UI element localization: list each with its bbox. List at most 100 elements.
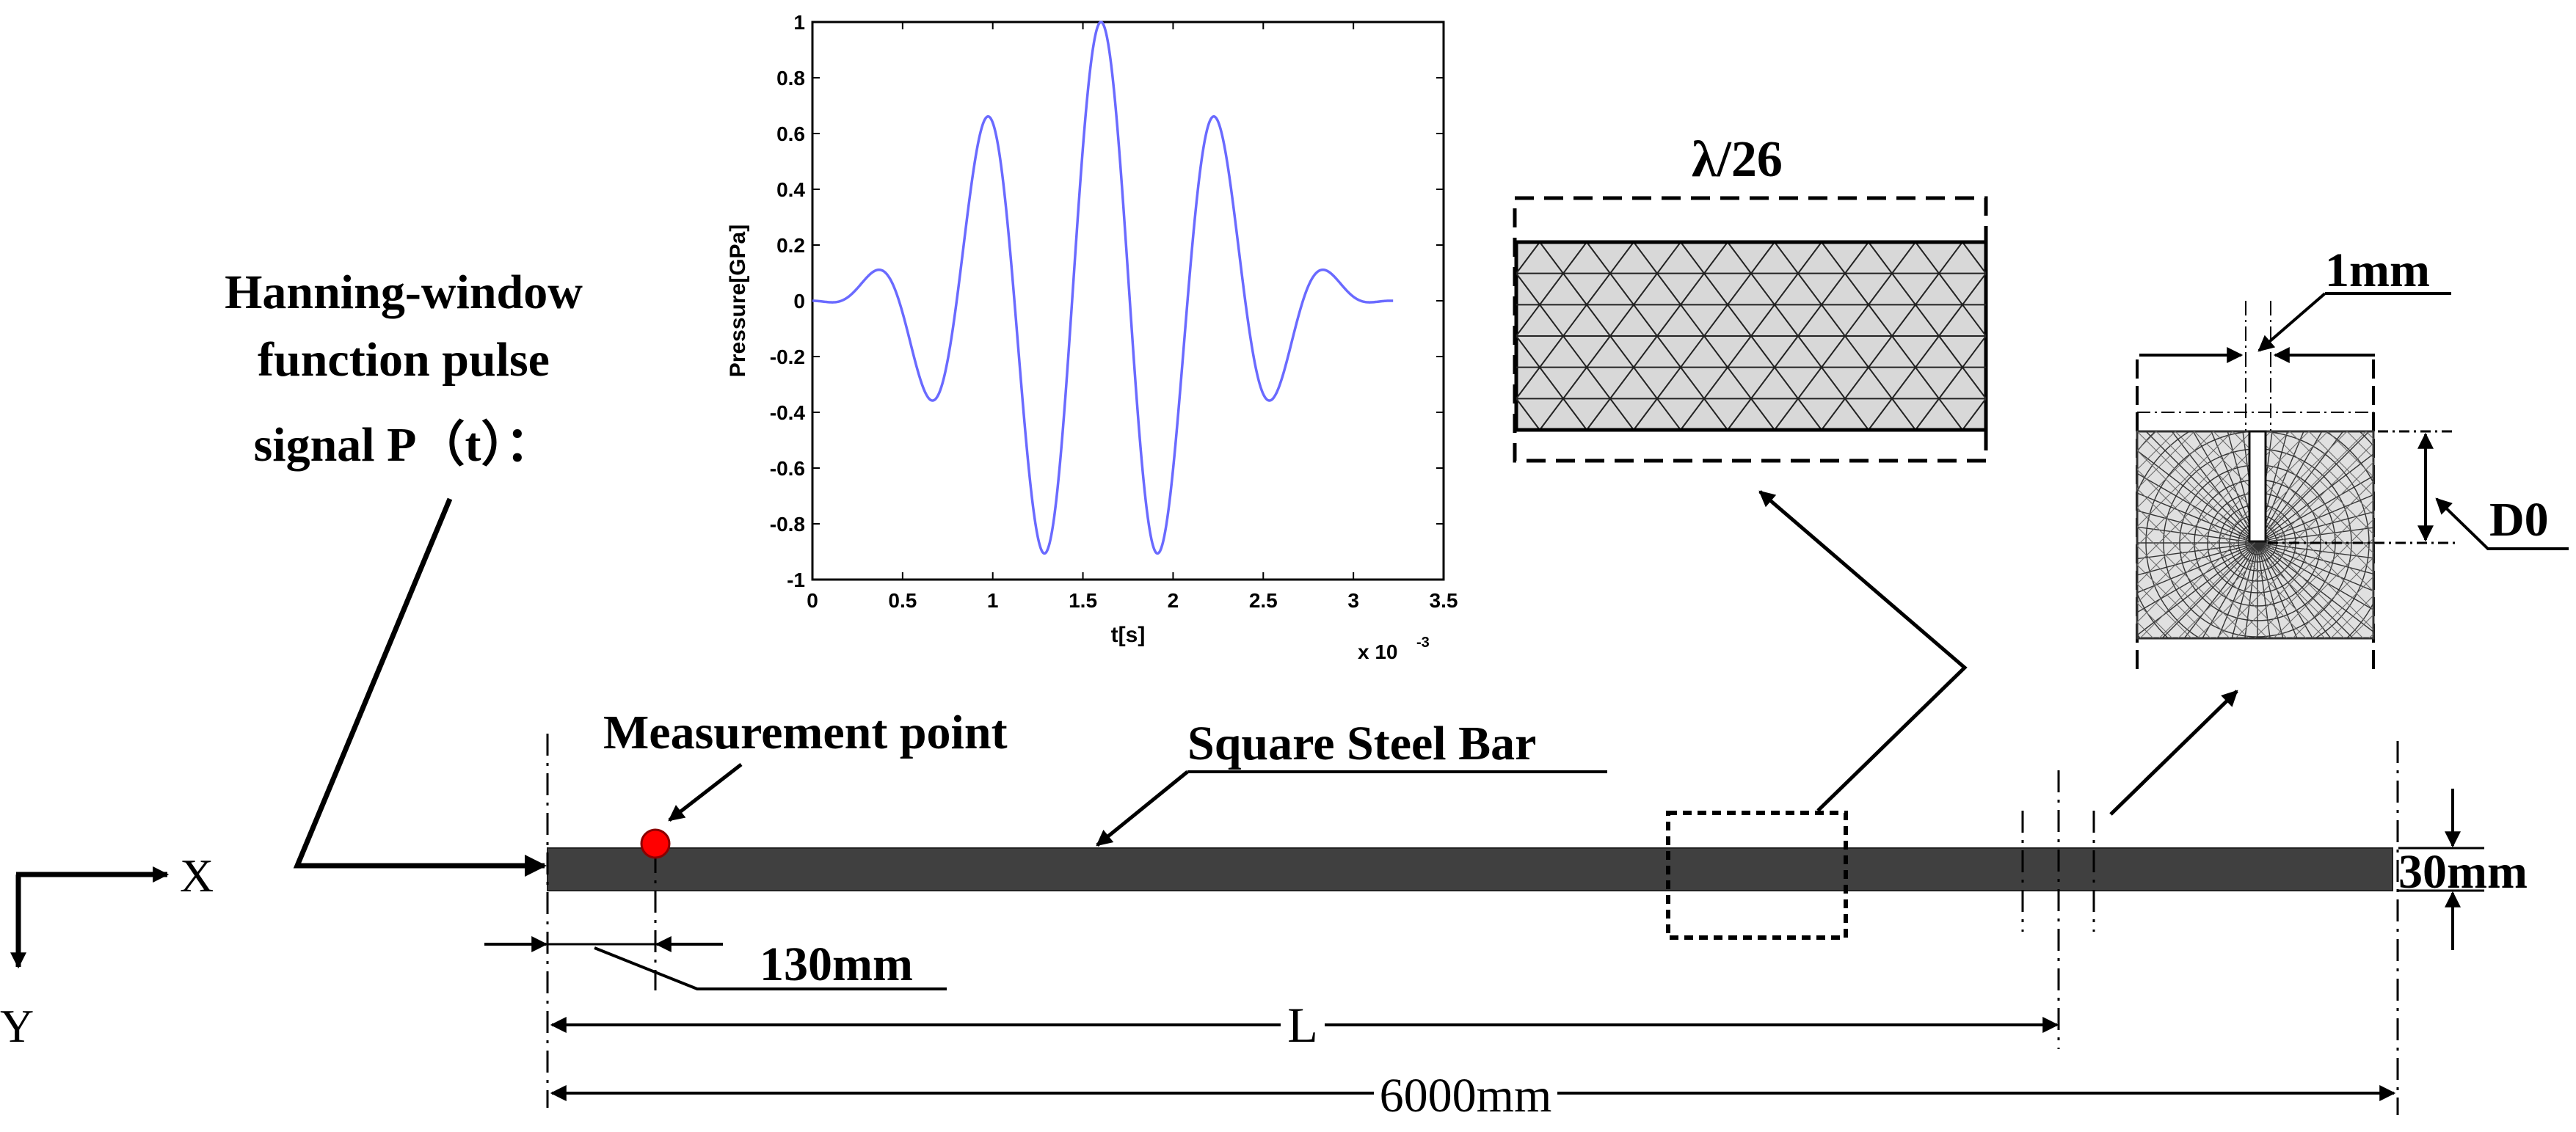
mesh-edge bbox=[1821, 242, 1963, 430]
mesh-edge bbox=[2056, 242, 2197, 430]
chart-plot-area bbox=[811, 21, 1445, 581]
mesh-edge bbox=[1745, 431, 1965, 651]
mesh-edge bbox=[2103, 242, 2244, 430]
mesh-edge bbox=[2137, 488, 2288, 638]
mesh-edge bbox=[2137, 431, 2252, 547]
steel-bar-arrow bbox=[1096, 770, 1189, 847]
mesh-edge bbox=[2257, 431, 2323, 544]
mesh-edge bbox=[1586, 242, 1728, 430]
mesh-edge bbox=[2202, 542, 2258, 638]
mesh-edge bbox=[2566, 431, 2576, 651]
mesh-edge bbox=[1516, 242, 1634, 400]
mesh-edge bbox=[2183, 542, 2258, 638]
mesh-edge bbox=[1802, 431, 2023, 651]
mesh-edge bbox=[2137, 469, 2307, 638]
mesh-edge bbox=[2137, 431, 2214, 508]
mesh-edge bbox=[2257, 494, 2373, 544]
mesh-triangles bbox=[1516, 242, 2576, 430]
mesh-edge bbox=[2311, 576, 2373, 638]
mesh-edge bbox=[2192, 431, 2258, 544]
mesh-edge bbox=[2137, 542, 2258, 576]
mesh-edge bbox=[2292, 557, 2373, 638]
y-tick-label: 1 bbox=[793, 11, 805, 34]
mesh-edge bbox=[2394, 431, 2576, 651]
crack-depth-label: D0 bbox=[2489, 493, 2549, 547]
mesh-edge bbox=[2137, 621, 2154, 638]
mesh-edge bbox=[2479, 242, 2576, 430]
y-tick-label: -1 bbox=[787, 569, 805, 591]
mesh-edge bbox=[1573, 431, 1794, 651]
mesh-edge bbox=[1516, 242, 1587, 337]
mesh-edge bbox=[2547, 431, 2576, 651]
mesh-edge bbox=[2257, 431, 2370, 544]
signal-series-line bbox=[812, 21, 1394, 555]
mesh-edge bbox=[2137, 431, 2157, 451]
mesh-inset: λ/26 bbox=[1513, 131, 2576, 463]
mesh-edge bbox=[1726, 431, 1946, 651]
coordinate-axes: X Y bbox=[0, 850, 214, 1052]
mesh-edge bbox=[1851, 431, 2071, 651]
mesh-edge bbox=[1680, 242, 1822, 430]
mesh-edge bbox=[1539, 242, 1681, 430]
mesh-edge bbox=[1612, 431, 1832, 651]
mesh-edge bbox=[2257, 542, 2373, 592]
measurement-point-label: Measurement point bbox=[603, 706, 1008, 759]
x-tick-label: 3 bbox=[1347, 589, 1359, 612]
mesh-edge bbox=[2145, 431, 2258, 544]
mesh-edge bbox=[2257, 542, 2373, 611]
mesh-edge bbox=[2137, 431, 2176, 470]
mesh-edge bbox=[2257, 431, 2288, 544]
mesh-region-box bbox=[1666, 811, 1848, 940]
mesh-edge bbox=[2175, 431, 2373, 630]
pulse-input-arrow bbox=[293, 497, 547, 877]
steel-bar bbox=[547, 847, 2393, 891]
mesh-edge bbox=[1633, 242, 1775, 430]
y-tick-label: -0.4 bbox=[770, 401, 806, 424]
mesh-edge bbox=[2257, 542, 2373, 559]
total-length-dimension: 6000mm bbox=[550, 1064, 2396, 1122]
chart-x-multiplier: x 10 bbox=[1358, 640, 1398, 663]
x-tick-label: 0.5 bbox=[888, 589, 917, 612]
pulse-label-line1: Hanning-window bbox=[225, 266, 583, 319]
thickness-label: 30mm bbox=[2398, 845, 2528, 899]
x-tick-label: 1 bbox=[987, 589, 999, 612]
mesh-edge bbox=[2257, 542, 2373, 633]
mesh-edge bbox=[2137, 431, 2138, 432]
mesh-edge bbox=[2330, 595, 2373, 638]
mesh-inset-label: λ/26 bbox=[1692, 131, 1783, 188]
x-axis-label: X bbox=[180, 850, 214, 902]
total-length-label: 6000mm bbox=[1380, 1069, 1552, 1122]
mesh-edge bbox=[2257, 542, 2271, 638]
mesh-edge bbox=[2137, 526, 2249, 638]
measurement-point-arrow bbox=[668, 763, 743, 822]
y-tick-label: 0.6 bbox=[776, 123, 805, 145]
mesh-edge bbox=[2137, 542, 2258, 636]
chart-xlabel: t[s] bbox=[1111, 623, 1146, 647]
mesh-edge bbox=[1868, 271, 1986, 430]
mesh-edge bbox=[2137, 472, 2258, 544]
y-tick-label: -0.2 bbox=[770, 346, 805, 368]
mesh-edge bbox=[2137, 507, 2268, 638]
x-tick-label: 2 bbox=[1168, 589, 1179, 612]
mesh-edge bbox=[1841, 431, 2061, 651]
chart-x-multiplier-exp: -3 bbox=[1416, 635, 1430, 651]
mesh-edge bbox=[1774, 242, 1916, 430]
mesh-edge bbox=[2009, 242, 2150, 430]
mesh-edge bbox=[2232, 431, 2373, 573]
mesh-edge bbox=[1822, 431, 2042, 651]
mesh-edge bbox=[2197, 461, 2373, 638]
mesh-edge bbox=[2171, 431, 2258, 544]
offset-dimension-label: 130mm bbox=[760, 938, 913, 991]
crack-width-label: 1mm bbox=[2325, 244, 2430, 297]
mesh-edge bbox=[2526, 242, 2576, 430]
crack-inset: 1mm D0 bbox=[1554, 244, 2576, 675]
mesh-edge bbox=[1554, 431, 1775, 651]
mesh-edge bbox=[2231, 542, 2258, 638]
mesh-edge bbox=[2273, 538, 2373, 638]
mesh-zoom-arrow bbox=[1758, 490, 1968, 812]
mesh-edge bbox=[2137, 583, 2192, 638]
mesh-edge bbox=[2137, 431, 2329, 623]
